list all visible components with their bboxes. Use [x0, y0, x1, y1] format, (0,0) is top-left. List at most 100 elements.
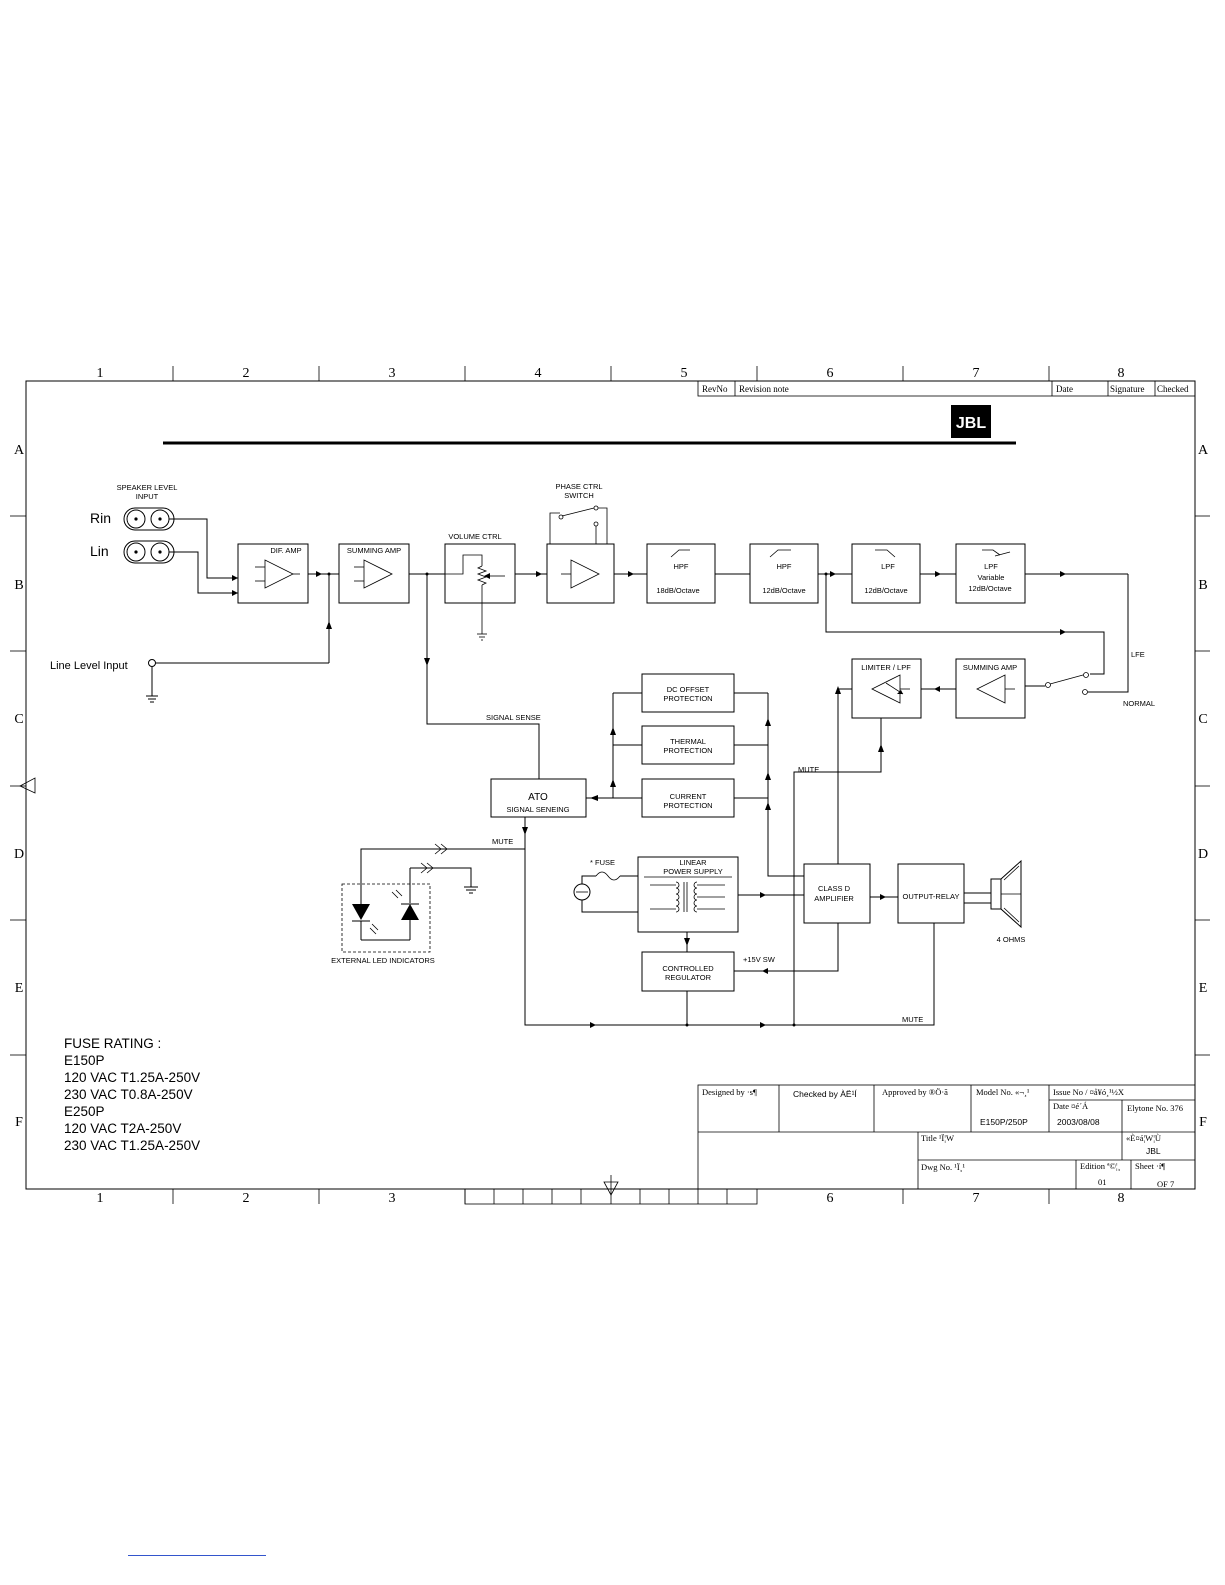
signature-header: Signature — [1110, 384, 1145, 394]
date-value: 2003/08/08 — [1057, 1117, 1100, 1127]
grid-row-c-right: C — [1198, 712, 1207, 727]
edition-value: 01 — [1098, 1177, 1107, 1187]
hpf-1-title: HPF — [674, 562, 689, 571]
summing-amp-1-label: SUMMING AMP — [347, 546, 401, 555]
output-relay-block: OUTPUT-RELAY — [897, 863, 965, 924]
grid-row-e: E — [15, 981, 24, 996]
limiter-lpf-block: LIMITER / LPF — [851, 658, 922, 719]
line-jack-icon — [148, 659, 156, 667]
grid-col-3: 3 — [389, 366, 396, 381]
grid-col-2: 2 — [243, 366, 250, 381]
fuse-rating-line: 120 VAC T2A-250V — [64, 1121, 181, 1136]
approved-by-label: Approved by ®Ö·ã — [882, 1087, 948, 1097]
lpf-1-block: LPF 12dB/Octave — [851, 543, 921, 604]
date-header: Date — [1056, 384, 1073, 394]
lin-label: Lin — [90, 543, 109, 559]
fuse-rating-line: 230 VAC T0.8A-250V — [64, 1087, 193, 1102]
grid-row-b: B — [14, 578, 23, 593]
dc-offset-label-2: PROTECTION — [663, 694, 712, 703]
fuse-label: * FUSE — [590, 858, 615, 867]
grid-columns-top: 1 2 3 4 5 6 7 8 — [97, 366, 1125, 381]
lpf-2-title: LPF — [984, 562, 998, 571]
lpf-2-slope: 12dB/Octave — [968, 584, 1011, 593]
revision-table: RevNo Revision note Date Signature Check… — [697, 380, 1196, 397]
class-d-amplifier-block: CLASS D AMPLIFIER — [803, 863, 871, 924]
controlled-reg-label: CONTROLLED — [662, 964, 714, 973]
phase-ctrl-label-2: SWITCH — [564, 491, 594, 500]
designed-by-label: Designed by ·s¶ — [702, 1087, 757, 1097]
date-label: Date ¤é´Á — [1053, 1101, 1089, 1111]
external-led-indicators: EXTERNAL LED INDICATORS — [331, 880, 435, 965]
plus15v-label: +15V SW — [743, 955, 776, 964]
grid-col-7: 7 — [973, 366, 980, 381]
limiter-lpf-label: LIMITER / LPF — [861, 663, 911, 672]
output-relay-label: OUTPUT-RELAY — [903, 892, 960, 901]
line-level-input: Line Level Input — [50, 574, 332, 703]
mute-bottom-label: MUTE — [902, 1015, 923, 1024]
thermal-label-2: PROTECTION — [663, 746, 712, 755]
lpf-curve-icon — [875, 549, 896, 558]
grid-row-f-right: F — [1199, 1115, 1207, 1130]
normal-label: NORMAL — [1123, 699, 1155, 708]
grid-col-5: 5 — [681, 366, 688, 381]
grid-col-8-bottom: 8 — [1118, 1191, 1125, 1206]
mute-limiter-label: MUTE — [798, 765, 819, 774]
ohms-label: 4 OHMS — [997, 935, 1026, 944]
model-no-value: E150P/250P — [980, 1117, 1028, 1127]
grid-row-f: F — [15, 1115, 23, 1130]
mains-input: * FUSE — [573, 858, 638, 913]
fuse-rating-line: 230 VAC T1.25A-250V — [64, 1138, 200, 1153]
summing-amp-1-block: SUMMING AMP — [338, 543, 410, 604]
fuse-icon — [595, 871, 621, 881]
logo-text: JBL — [956, 415, 986, 432]
phase-ctrl-label: PHASE CTRL — [555, 482, 602, 491]
hpf-2-title: HPF — [777, 562, 792, 571]
speaker-level-label-2: INPUT — [136, 492, 159, 501]
line-level-label: Line Level Input — [50, 660, 128, 672]
speaker-icon — [990, 859, 1022, 929]
volume-ctrl-label: VOLUME CTRL — [448, 532, 501, 541]
hpf-1-block: HPF 18dB/Octave — [646, 543, 716, 604]
hpf-2-block: HPF 12dB/Octave — [749, 543, 819, 604]
dif-amp-label: DIF. AMP — [270, 546, 301, 555]
grid-row-e-right: E — [1199, 981, 1208, 996]
ato-block: ATO SIGNAL SENEING — [490, 778, 587, 818]
centering-mark-left-icon — [19, 777, 36, 794]
page-footer-rule — [128, 1555, 266, 1556]
grid-row-b-right: B — [1198, 578, 1207, 593]
title-label: Title ¹Ï¦W — [921, 1133, 954, 1143]
hpf-2-slope: 12dB/Octave — [762, 586, 805, 595]
thermal-block: THERMAL PROTECTION — [641, 725, 735, 765]
drawing-frame — [10, 366, 1210, 1205]
controlled-regulator-block: CONTROLLED REGULATOR — [641, 951, 735, 992]
lfe-label: LFE — [1131, 650, 1145, 659]
amp-icon — [363, 559, 393, 589]
sheet-of-value: OF 7 — [1157, 1179, 1174, 1189]
grid-col-1: 1 — [97, 366, 104, 381]
lpf-2-block: LPF Variable 12dB/Octave — [955, 543, 1026, 604]
checked-header: Checked — [1157, 384, 1189, 394]
potentiometer-icon — [476, 565, 488, 586]
elytone-no: Elytone No. 376 — [1127, 1103, 1183, 1113]
phase-ctrl-block: PHASE CTRL SWITCH — [546, 482, 615, 604]
model-no-label: Model No. «¬¸¹ — [976, 1087, 1030, 1097]
thermal-label: THERMAL — [670, 737, 706, 746]
summing-amp-2-block: SUMMING AMP — [955, 658, 1026, 719]
hpf-1-slope: 18dB/Octave — [656, 586, 699, 595]
dc-offset-block: DC OFFSET PROTECTION — [641, 673, 735, 713]
grid-row-d: D — [14, 847, 24, 862]
amp-icon — [264, 559, 294, 589]
linear-ps-label-2: POWER SUPPLY — [663, 867, 722, 876]
led-green-icon — [401, 904, 419, 920]
grid-col-4: 4 — [535, 366, 542, 381]
dwg-no-label: Dwg No. ¹Ï¸¹ — [921, 1162, 965, 1172]
lpf-1-slope: 12dB/Octave — [864, 586, 907, 595]
hpf-curve-icon — [769, 549, 791, 558]
revision-note-header: Revision note — [739, 384, 789, 394]
grid-col-2-bottom: 2 — [243, 1191, 250, 1206]
rin-label: Rin — [90, 510, 111, 526]
fuse-rating-line: 120 VAC T1.25A-250V — [64, 1070, 200, 1085]
fuse-rating-notes: FUSE RATING : E150P 120 VAC T1.25A-250V … — [64, 1036, 200, 1153]
grid-col-6: 6 — [827, 366, 834, 381]
class-d-label-2: AMPLIFIER — [814, 894, 854, 903]
